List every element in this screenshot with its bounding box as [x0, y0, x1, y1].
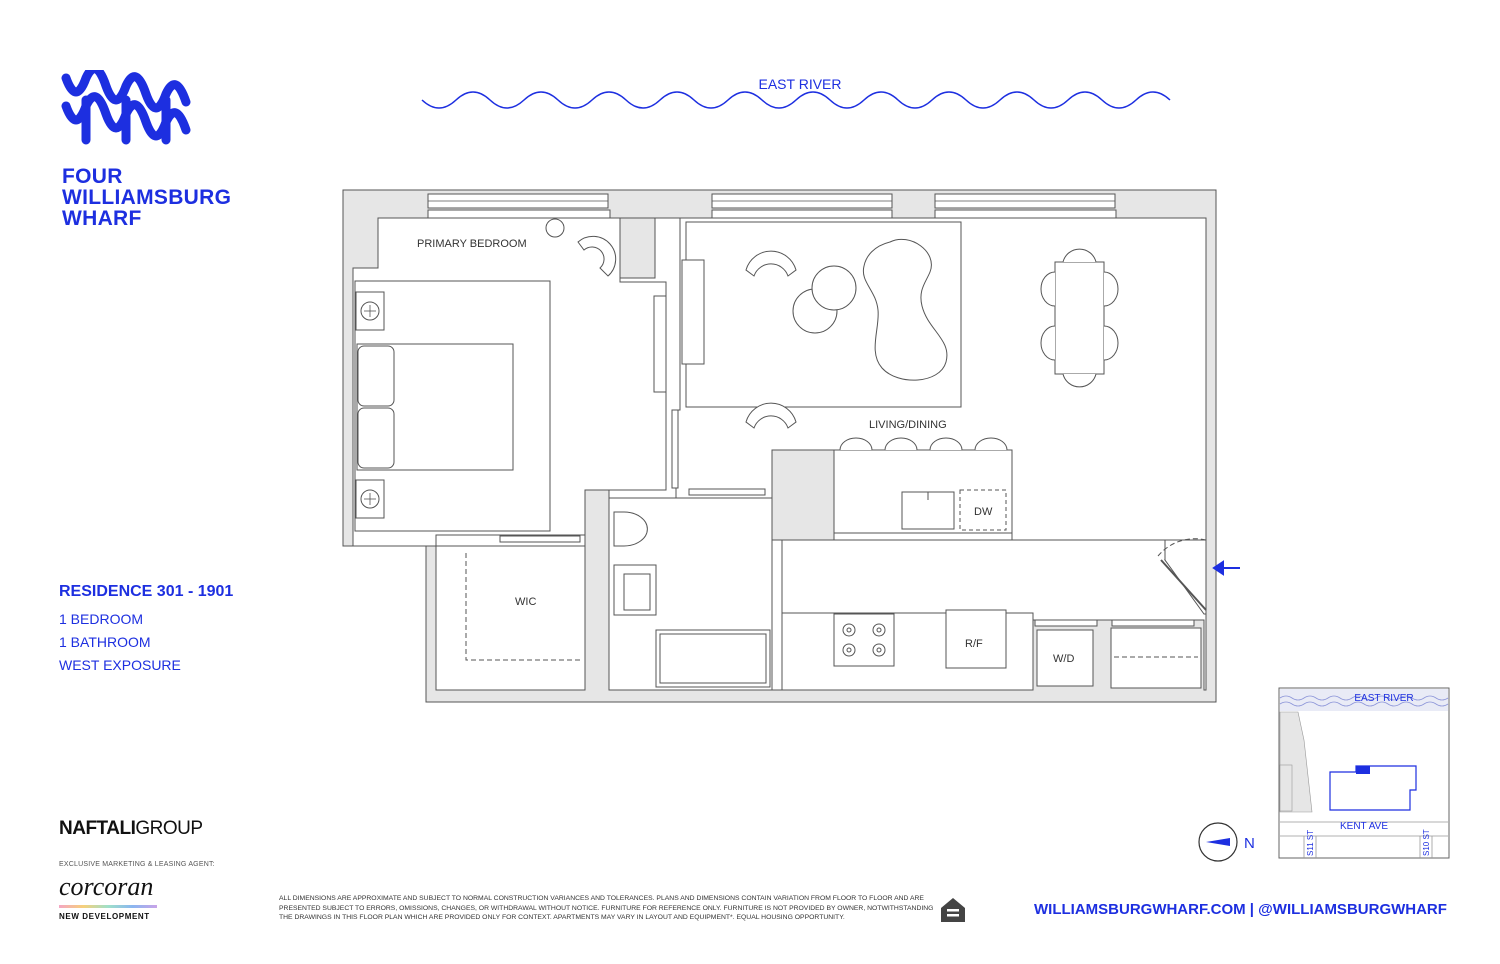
- residence-bedrooms: 1 BEDROOM: [59, 611, 144, 627]
- river-label: EAST RIVER: [759, 76, 842, 92]
- naftali-logo: NAFTALIGROUP: [59, 818, 203, 840]
- corcoran-logo: corcoran: [59, 872, 154, 901]
- room-label-dw: DW: [974, 506, 993, 518]
- logo-wave-icon: [61, 70, 191, 145]
- river-wave-icon: [421, 91, 1171, 109]
- keyplan-cross-left: S11 ST: [1306, 830, 1315, 856]
- residence-exposure: WEST EXPOSURE: [59, 657, 181, 673]
- room-label-primary-bedroom: PRIMARY BEDROOM: [417, 238, 527, 250]
- equal-housing-icon: [941, 898, 965, 922]
- residence-bathrooms: 1 BATHROOM: [59, 634, 151, 650]
- key-plan: EAST RIVER KENT AVE S11 ST S10 ST: [1278, 687, 1450, 859]
- residence-title: RESIDENCE 301 - 1901: [59, 583, 234, 600]
- room-label-living-dining: LIVING/DINING: [869, 419, 947, 431]
- keyplan-river-label: EAST RIVER: [1354, 693, 1413, 704]
- naftali-bold: NAFTALI: [59, 818, 136, 839]
- entry-arrow-icon: [1212, 560, 1240, 576]
- compass-label: N: [1244, 835, 1255, 852]
- compass-icon: [1198, 822, 1238, 862]
- agent-label: EXCLUSIVE MARKETING & LEASING AGENT:: [59, 861, 215, 868]
- room-label-wic: WIC: [515, 596, 536, 608]
- logo-wordmark: FOUR WILLIAMSBURG WHARF: [62, 166, 231, 229]
- corcoran-gradient-bar: [59, 905, 157, 908]
- room-label-wd: W/D: [1053, 653, 1074, 665]
- logo-line-2: WILLIAMSBURG: [62, 186, 232, 209]
- logo-line-3: WHARF: [62, 207, 142, 230]
- new-development-label: NEW DEVELOPMENT: [59, 912, 150, 921]
- logo-line-1: FOUR: [62, 165, 123, 188]
- keyplan-street-label: KENT AVE: [1340, 821, 1388, 832]
- naftali-thin: GROUP: [135, 818, 203, 839]
- room-label-rf: R/F: [965, 638, 983, 650]
- keyplan-cross-right: S10 ST: [1422, 829, 1431, 856]
- disclaimer-text: ALL DIMENSIONS ARE APPROXIMATE AND SUBJE…: [279, 895, 934, 921]
- website-link[interactable]: WILLIAMSBURGWHARF.COM | @WILLIAMSBURGWHA…: [1034, 901, 1447, 918]
